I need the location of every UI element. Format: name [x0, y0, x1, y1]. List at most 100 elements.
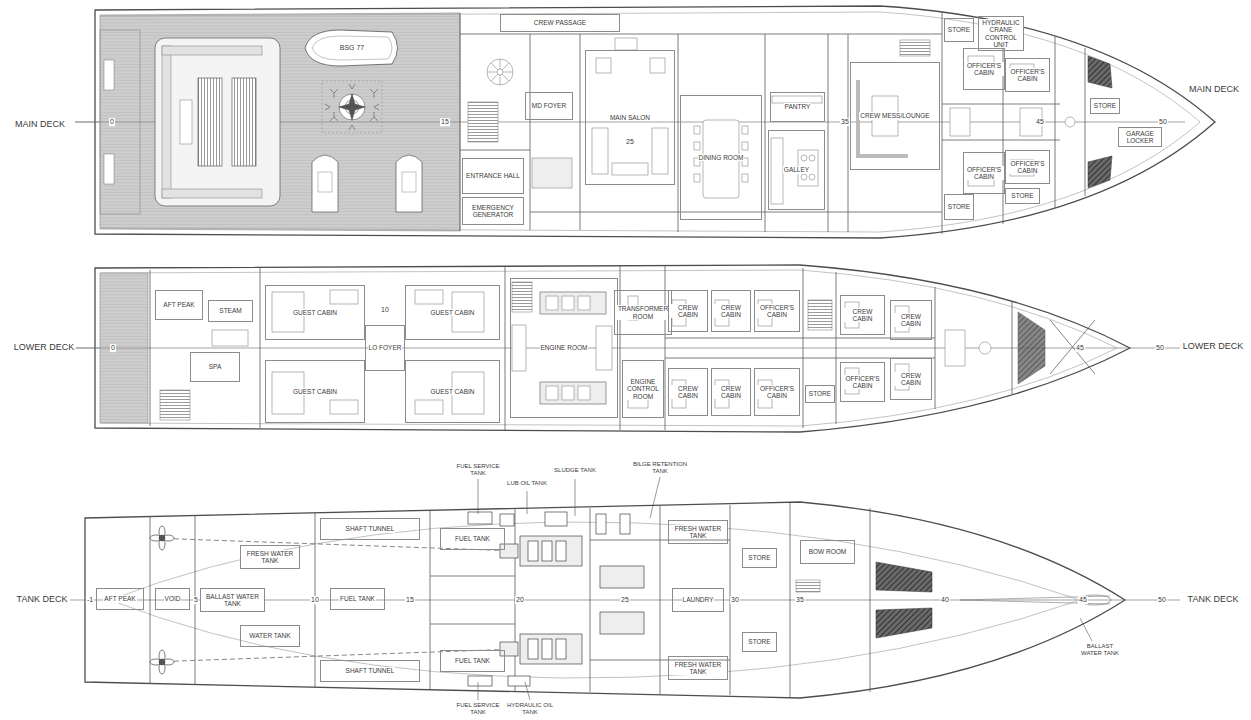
room-box: SHAFT TUNNEL	[320, 518, 420, 540]
deck-name: TANK DECK	[16, 595, 69, 605]
room-box: EMERGENCY GENERATOR	[462, 197, 524, 225]
room-name: OFFICER'S CABIN	[755, 304, 799, 319]
room-box: VOID	[155, 588, 190, 610]
room-box: STORE	[1005, 188, 1040, 204]
room-box: STORE	[944, 194, 974, 220]
room-name: CREW CABIN	[712, 385, 750, 400]
room-name: LO FOYER	[368, 344, 403, 351]
room-box: GUEST CABIN	[265, 360, 365, 423]
room-box: HYDRAULIC CRANE CONTROL UNIT	[978, 16, 1024, 51]
room-box: GUEST CABIN	[405, 285, 500, 340]
room-box: CREW CABIN	[711, 290, 751, 332]
room-box: BALLAST WATER TANK	[200, 588, 265, 612]
room-box: STORE	[1090, 98, 1120, 114]
room-name: GUEST CABIN	[430, 309, 476, 316]
callout-label: LUB OIL TANK	[504, 480, 550, 487]
room-box: MAIN SALON	[585, 50, 675, 185]
room-box: OFFICER'S CABIN	[1005, 150, 1050, 184]
room-name: OFFICER'S CABIN	[755, 385, 799, 400]
room-name: STORE	[747, 638, 771, 645]
room-box: STORE	[742, 548, 777, 568]
frame-number: 35	[840, 118, 850, 126]
room-name: LAUNDRY	[682, 596, 715, 603]
room-box: OFFICER'S CABIN	[963, 48, 1005, 90]
room-box: CREW CABIN	[668, 368, 708, 416]
deck-name: MAIN DECK	[1188, 85, 1240, 95]
deck-name: LOWER DECK	[13, 343, 76, 353]
room-box: BOW ROOM	[800, 540, 855, 564]
room-name: SHAFT TUNNEL	[345, 525, 396, 532]
room-name: AFT PEAK	[162, 301, 195, 308]
room-name: GUEST CABIN	[430, 388, 476, 395]
frame-number: 5	[193, 596, 199, 604]
room-name: STORE	[947, 203, 971, 210]
frame-number: 10	[380, 306, 390, 314]
room-box: OFFICER'S CABIN	[754, 368, 800, 416]
room-box: CREW CABIN	[711, 368, 751, 416]
room-name: CREW PASSAGE	[533, 19, 587, 26]
room-box: OFFICER'S CABIN	[1005, 58, 1050, 92]
room-box: STORE	[742, 632, 777, 652]
deck-name: MAIN DECK	[14, 120, 66, 130]
room-box: GARAGE LOCKER	[1118, 127, 1162, 147]
room-name: FRESH WATER TANK	[241, 550, 299, 565]
room-box: GALLEY	[768, 130, 825, 210]
room-box: FRESH WATER TANK	[668, 520, 728, 544]
frame-number: -1	[86, 596, 94, 604]
room-box: SHAFT TUNNEL	[320, 660, 420, 682]
frame-number: 15	[405, 596, 415, 604]
room-name: TRANSFORMER ROOM	[615, 305, 671, 320]
room-box: FUEL TANK	[440, 528, 505, 550]
room-box: OFFICER'S CABIN	[754, 290, 800, 332]
room-box: LAUNDRY	[672, 588, 724, 612]
room-name: FUEL TANK	[454, 657, 491, 664]
leader-lines	[478, 477, 1092, 700]
frame-number: 45	[1035, 118, 1045, 126]
room-box: FUEL TANK	[330, 588, 385, 610]
callout-label: BALLAST WATER TANK	[1076, 643, 1124, 656]
room-box: WATER TANK	[240, 625, 300, 647]
room-name: VOID	[164, 595, 182, 602]
room-name: OFFICER'S CABIN	[964, 166, 1004, 181]
frame-number: 25	[620, 596, 630, 604]
room-name: GUEST CABIN	[292, 309, 338, 316]
room-box: AFT PEAK	[96, 588, 144, 610]
room-name: CREW CABIN	[669, 385, 707, 400]
room-name: STORE	[747, 554, 771, 561]
room-box: ENTRANCE HALL	[462, 158, 524, 194]
room-name: FUEL TANK	[454, 535, 491, 542]
frame-number: 30	[730, 596, 740, 604]
frame-number: 0	[110, 344, 116, 352]
room-box: MD FOYER	[525, 92, 573, 120]
tank-deck	[70, 502, 1180, 698]
room-box: FUEL TANK	[440, 650, 505, 672]
room-name: GALLEY	[783, 166, 810, 173]
room-box: ENGINE CONTROL ROOM	[622, 360, 664, 418]
room-box: AFT PEAK	[155, 290, 203, 320]
room-name: BALLAST WATER TANK	[201, 593, 264, 608]
frame-number: 20	[515, 596, 525, 604]
room-name: BOW ROOM	[808, 548, 848, 555]
room-box: STORE	[805, 385, 835, 403]
lower-deck	[75, 265, 1180, 432]
frame-number: 15	[440, 118, 450, 126]
room-name: DINING ROOM	[698, 154, 745, 161]
room-name: CREW MESS/LOUNGE	[859, 112, 930, 119]
room-name: SPA	[208, 363, 223, 370]
room-name: SHAFT TUNNEL	[345, 667, 396, 674]
room-name: MD FOYER	[531, 102, 567, 109]
room-box: FRESH WATER TANK	[240, 545, 300, 569]
room-box: STORE	[944, 18, 974, 42]
room-name: STORE	[1010, 192, 1034, 199]
room-name: WATER TANK	[248, 632, 291, 639]
callout-label: HYDRAULIC OIL TANK	[504, 702, 556, 715]
room-box: CREW CABIN	[840, 295, 885, 335]
frame-number: 25	[625, 138, 635, 146]
deck-name: LOWER DECK	[1182, 342, 1245, 352]
room-name: CREW CABIN	[841, 308, 884, 323]
room-box: CREW CABIN	[890, 300, 932, 340]
room-name: CREW CABIN	[891, 313, 931, 328]
room-box: GUEST CABIN	[265, 285, 365, 340]
room-name: CREW CABIN	[669, 304, 707, 319]
